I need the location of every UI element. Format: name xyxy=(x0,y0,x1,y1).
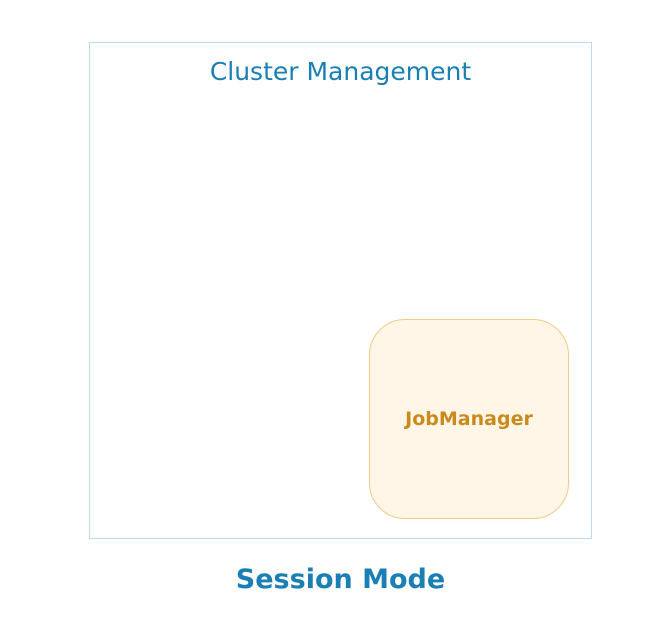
jobmanager-label: JobManager xyxy=(405,408,533,430)
jobmanager-box: JobManager xyxy=(369,319,569,519)
session-mode-caption: Session Mode xyxy=(235,564,446,595)
cluster-management-title: Cluster Management xyxy=(209,57,472,86)
cluster-management-box: Cluster Management JobManager xyxy=(89,42,592,539)
